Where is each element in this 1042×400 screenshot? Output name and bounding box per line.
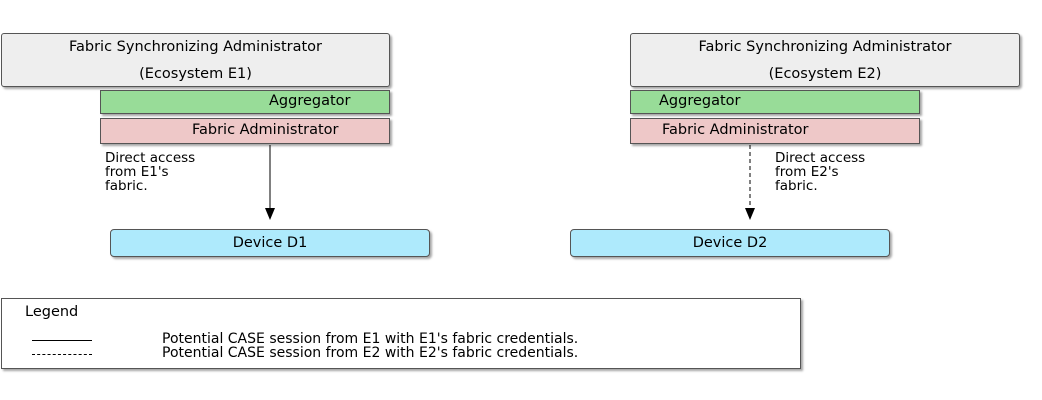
legend: Legend Potential CASE session from E1 wi… (1, 298, 801, 369)
fsa-e1-node: Fabric Synchronizing Administrator (Ecos… (1, 33, 390, 87)
legend-entry-solid: Potential CASE session from E1 with E1's… (162, 331, 579, 347)
aggregator-e2-label: Aggregator (659, 93, 741, 109)
aggregator-e1-node: Aggregator (100, 90, 390, 114)
edge-e2-arrowhead (745, 208, 755, 220)
fabric-admin-e2-label: Fabric Administrator (662, 122, 809, 138)
fsa-e1-subtitle: (Ecosystem E1) (139, 66, 252, 82)
legend-solid-line-sample (32, 340, 92, 341)
legend-title: Legend (25, 304, 79, 320)
fsa-e2-title: Fabric Synchronizing Administrator (698, 39, 952, 55)
edge-e1-note: Direct access from E1's fabric. (105, 150, 196, 194)
device-d2-node: Device D2 (570, 229, 890, 257)
legend-entry-dashed: Potential CASE session from E2 with E2's… (162, 345, 579, 361)
device-d1-label: Device D1 (232, 235, 308, 251)
device-d1-node: Device D1 (110, 229, 430, 257)
fsa-e1-title: Fabric Synchronizing Administrator (68, 39, 323, 55)
aggregator-e1-label: Aggregator (269, 93, 351, 109)
device-d2-label: Device D2 (692, 235, 768, 251)
fabric-admin-e1-node: Fabric Administrator (100, 118, 390, 144)
legend-dashed-line-sample (32, 354, 92, 355)
edge-e2-note: Direct access from E2's fabric. (775, 150, 866, 194)
fsa-e2-node: Fabric Synchronizing Administrator (Ecos… (630, 33, 1020, 87)
aggregator-e2-node: Aggregator (630, 90, 920, 114)
fabric-admin-e1-label: Fabric Administrator (192, 122, 339, 138)
fsa-e2-subtitle: (Ecosystem E2) (768, 66, 882, 82)
edge-e1-arrowhead (265, 208, 275, 220)
fabric-admin-e2-node: Fabric Administrator (630, 118, 920, 144)
